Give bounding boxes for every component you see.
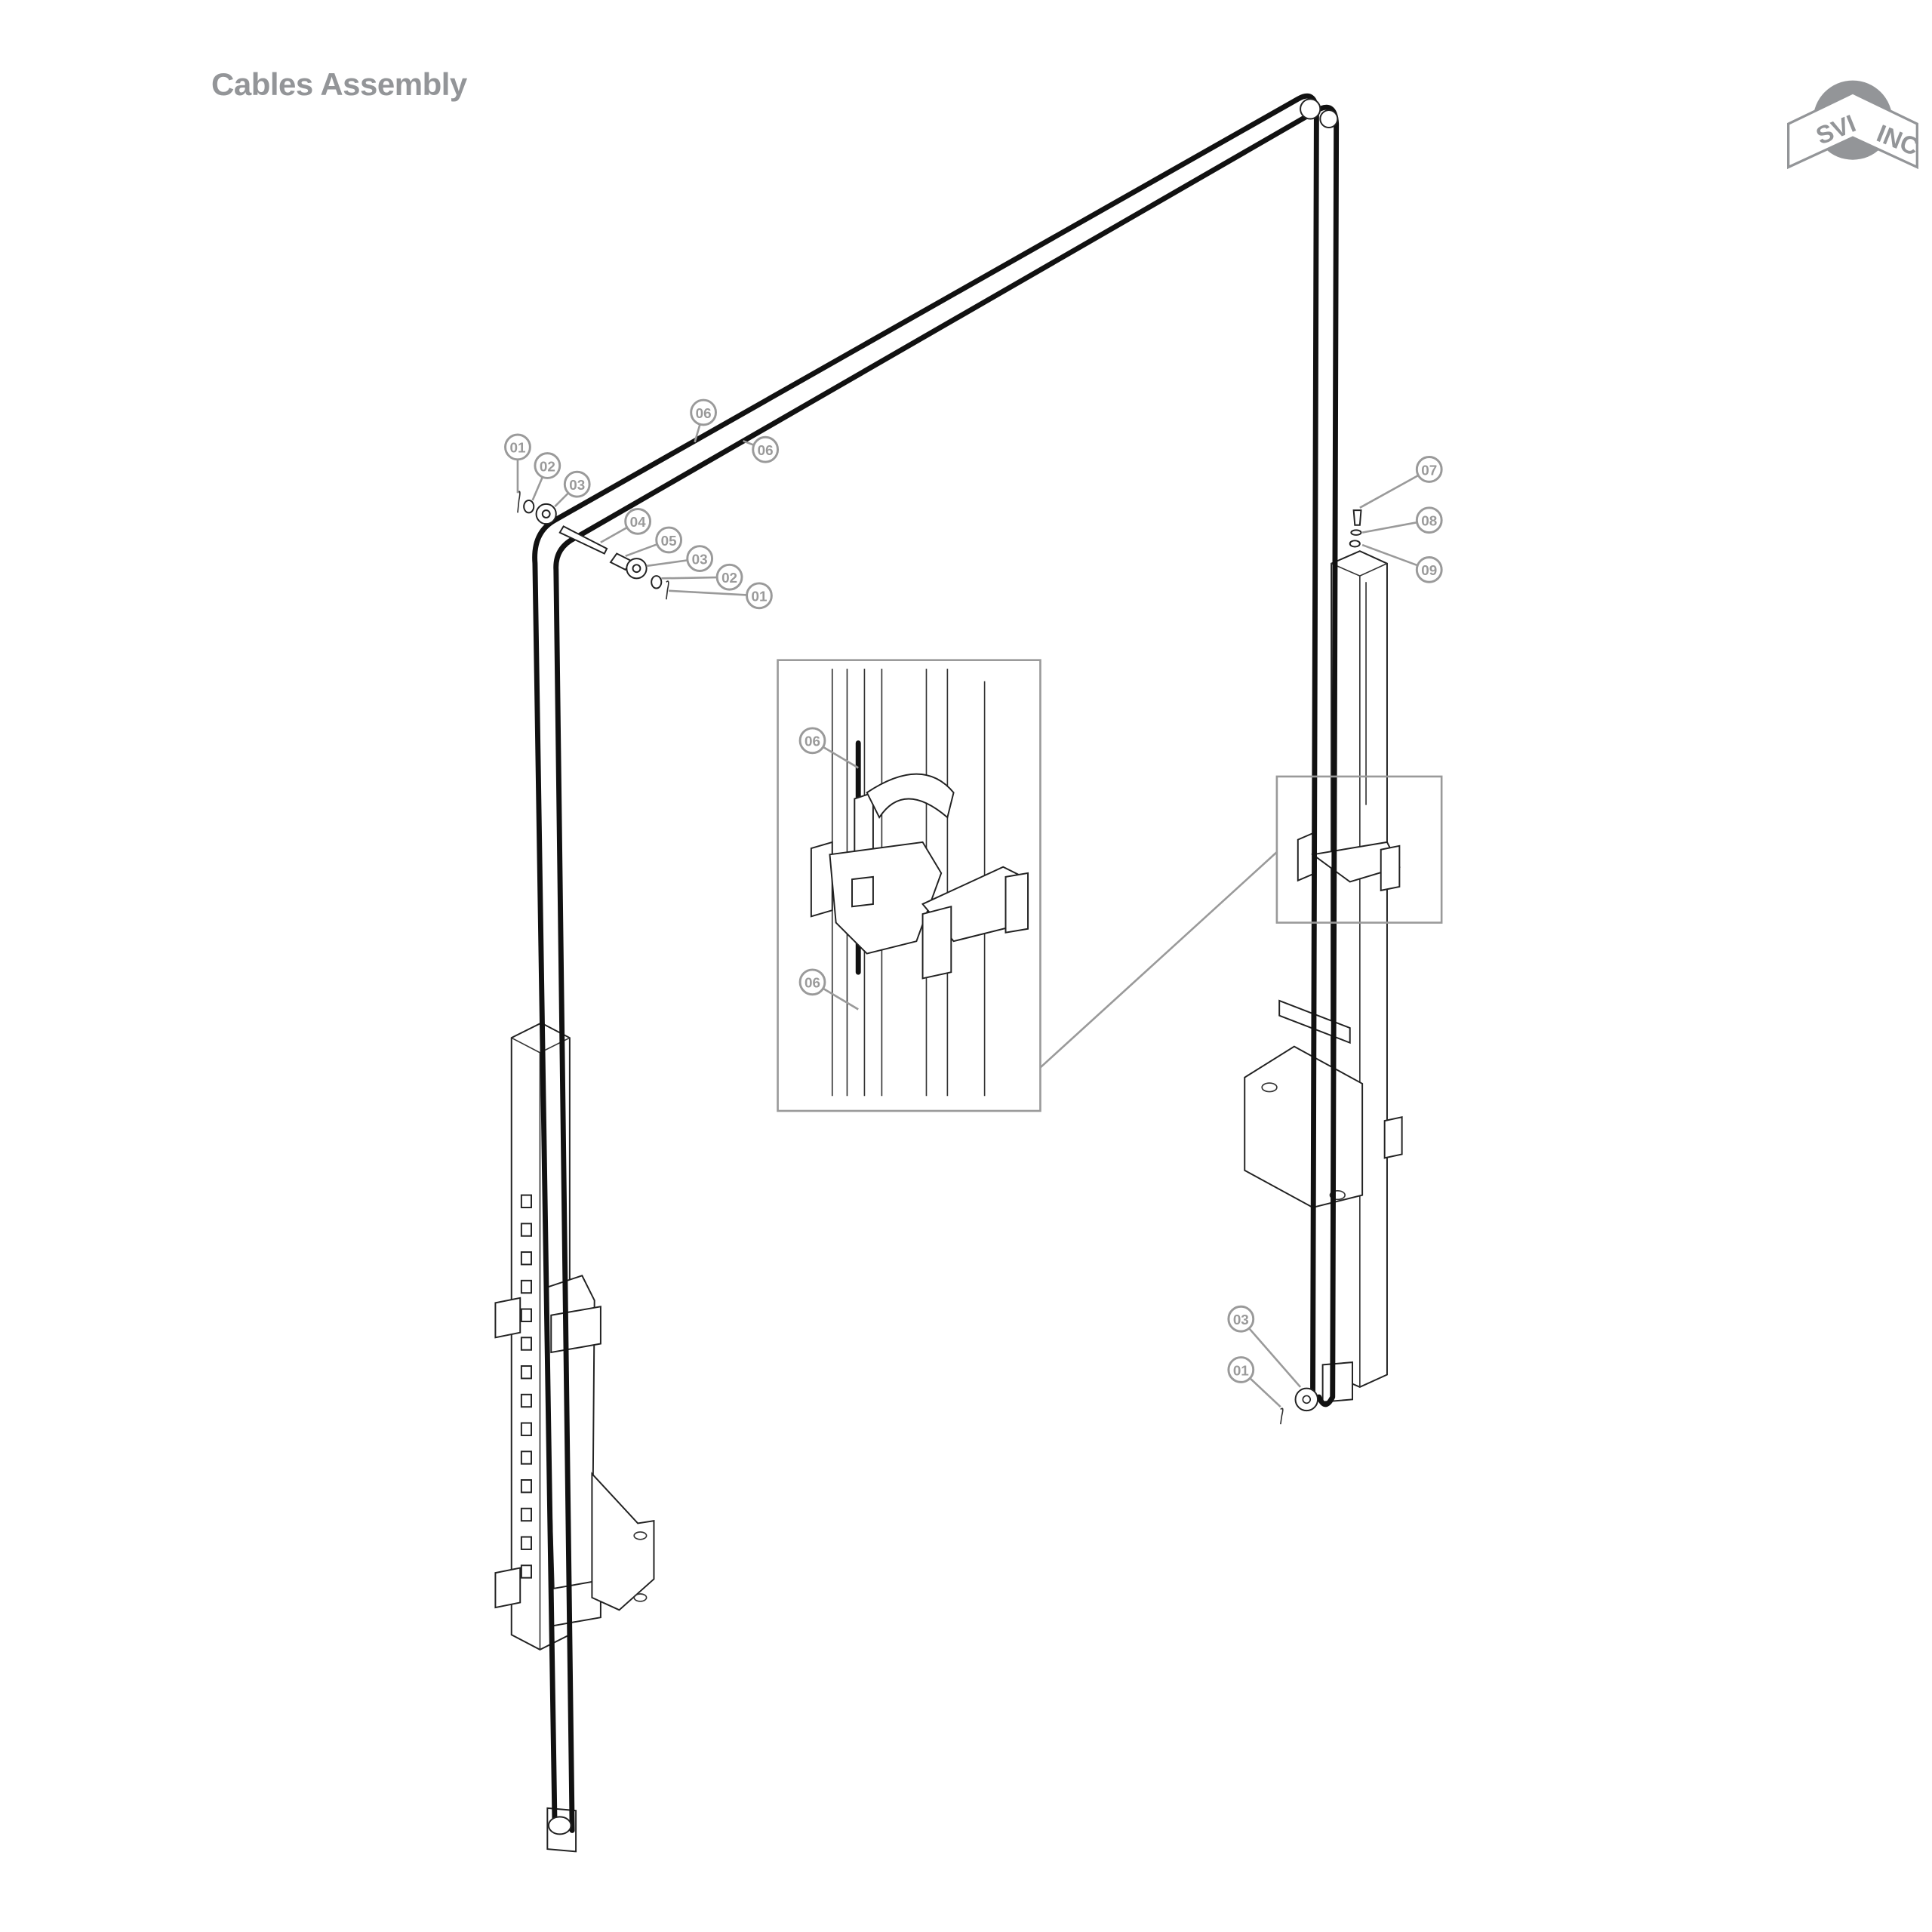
- callout-number: 02: [721, 570, 737, 586]
- callout-number: 06: [804, 975, 820, 991]
- callout-top-left: 02: [661, 563, 743, 591]
- callout-right-top: 07: [1359, 456, 1443, 509]
- callout-number: 05: [661, 533, 677, 549]
- callout-inset: 06: [798, 727, 859, 769]
- column-slot: [520, 1365, 532, 1380]
- callout-number: 01: [751, 589, 767, 605]
- detail-inset: [777, 659, 1041, 1112]
- svi-inc-logo: SVI INC: [1787, 80, 1923, 170]
- callout-top-left: 03: [646, 545, 714, 572]
- callout-right-top: 09: [1361, 543, 1443, 583]
- callout-cable-top: 06: [690, 398, 717, 443]
- column-slot: [520, 1564, 532, 1579]
- callout-top-left: 04: [600, 507, 652, 543]
- callout-top-left: 01: [669, 582, 773, 610]
- callout-number: 08: [1421, 513, 1437, 529]
- callout-number: 04: [630, 514, 646, 530]
- column-slot: [520, 1451, 532, 1465]
- page-title: Cables Assembly: [211, 66, 467, 102]
- callout-number: 09: [1421, 562, 1437, 578]
- column-slot: [520, 1393, 532, 1408]
- top-sheave-2: [1319, 109, 1339, 129]
- left-column: [494, 1022, 655, 1853]
- callout-bottom-right: 03: [1227, 1305, 1302, 1388]
- top-sheave: [1300, 98, 1321, 120]
- column-slot: [520, 1308, 532, 1322]
- column-slot: [520, 1251, 532, 1266]
- callout-right-top: 08: [1361, 506, 1443, 534]
- cable-06-inner: [553, 104, 1340, 1833]
- callout-number: 01: [1233, 1362, 1249, 1378]
- callout-top-left: 02: [531, 452, 561, 501]
- callout-number: 06: [804, 734, 820, 749]
- column-slot: [520, 1223, 532, 1237]
- callout-bottom-right: 01: [1227, 1356, 1281, 1408]
- column-slot: [520, 1337, 532, 1351]
- callout-number: 02: [540, 458, 555, 474]
- column-slot: [520, 1479, 532, 1494]
- callout-number: 01: [509, 440, 525, 456]
- callout-top-left: 05: [625, 526, 683, 558]
- callout-top-left: 01: [504, 433, 531, 494]
- column-slot: [520, 1507, 532, 1522]
- callout-number: 03: [569, 477, 585, 493]
- column-slot: [520, 1279, 532, 1294]
- column-slot: [520, 1422, 532, 1436]
- detail-reference-box: [1275, 775, 1443, 924]
- callout-number: 06: [696, 405, 712, 421]
- column-slot: [520, 1536, 532, 1550]
- callout-cable-top: 06: [743, 435, 780, 463]
- callout-inset: 06: [798, 968, 859, 1011]
- callout-number: 06: [758, 442, 774, 458]
- column-slot: [520, 1194, 532, 1208]
- hardware-top-right: [1349, 509, 1362, 548]
- callout-top-left: 03: [554, 470, 591, 508]
- callout-number: 03: [1233, 1312, 1249, 1327]
- callout-number: 07: [1421, 462, 1437, 478]
- callout-number: 03: [692, 551, 708, 567]
- right-column: [1244, 550, 1403, 1403]
- hardware-top-left: [517, 491, 669, 600]
